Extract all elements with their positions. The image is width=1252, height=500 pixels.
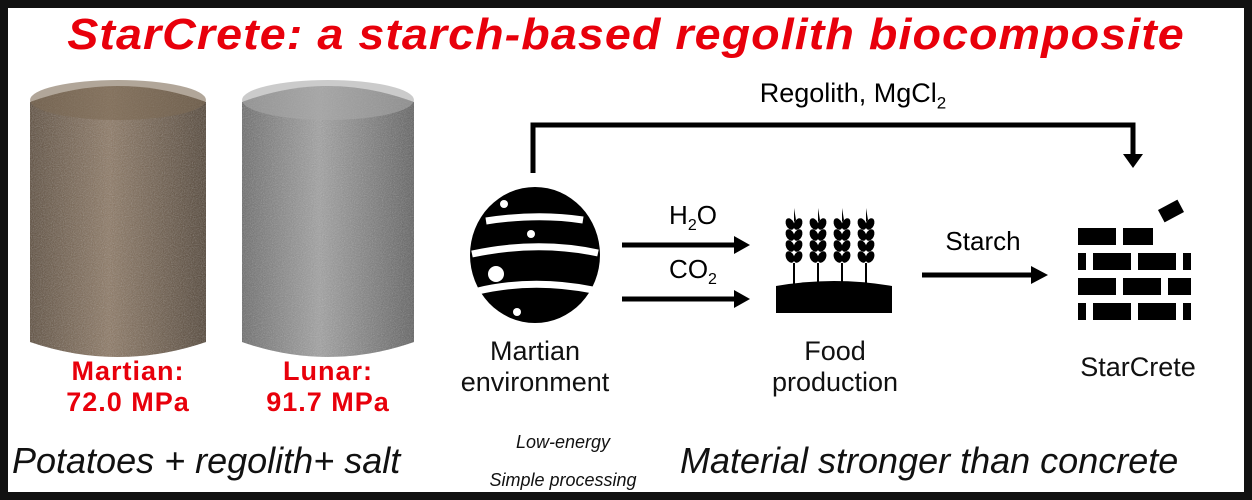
label-line: environment: [460, 367, 610, 397]
martian-strength: Martian: 72.0 MPa: [28, 356, 228, 418]
subscript: 2: [708, 271, 717, 289]
co2-arrow: [622, 290, 750, 308]
bricks-icon: [1078, 199, 1191, 320]
martian-cylinder: [30, 80, 206, 357]
label-text: H: [669, 200, 688, 230]
regolith-arrow: [530, 122, 1136, 173]
label-line: Martian: [489, 336, 581, 366]
sample-strength: 72.0 MPa: [66, 387, 190, 417]
wheat-icon: [776, 208, 892, 313]
label-text: O: [696, 200, 717, 230]
sample-photos: [30, 80, 414, 357]
co2-label: CO2: [648, 254, 738, 289]
regolith-label: Regolith, MgCl2: [688, 78, 1018, 113]
label-line: Food: [804, 336, 866, 366]
label-text: Regolith, MgCl: [759, 78, 937, 108]
arrow-top-label: Low-energy: [515, 432, 611, 452]
starcrete-label: StarCrete: [1080, 352, 1196, 382]
h2o-label: H2O: [648, 200, 738, 235]
arrowhead: [1123, 154, 1143, 168]
inputs-text: Potatoes + regolith+ salt: [12, 440, 401, 481]
label-line: production: [771, 367, 899, 397]
arrow-bottom-label: Simple processing: [489, 470, 637, 490]
planet-icon: [470, 187, 600, 323]
lunar-strength: Lunar: 91.7 MPa: [228, 356, 428, 418]
h2o-arrow: [622, 236, 750, 254]
sample-strength: 91.7 MPa: [266, 387, 390, 417]
subscript: 2: [936, 93, 947, 113]
graphical-abstract: StarCrete: a starch-based regolith bioco…: [8, 8, 1244, 492]
lunar-cylinder: [242, 80, 414, 357]
starch-arrow: [922, 266, 1048, 284]
subscript: 2: [687, 217, 697, 235]
sample-name: Martian:: [71, 356, 185, 386]
label-text: CO: [669, 254, 709, 284]
flow-diagram: [470, 122, 1191, 323]
starch-label: Starch: [945, 226, 1021, 256]
result-text: Material stronger than concrete: [680, 440, 1179, 481]
sample-name: Lunar:: [283, 356, 373, 386]
title: StarCrete: a starch-based regolith bioco…: [67, 10, 1185, 59]
